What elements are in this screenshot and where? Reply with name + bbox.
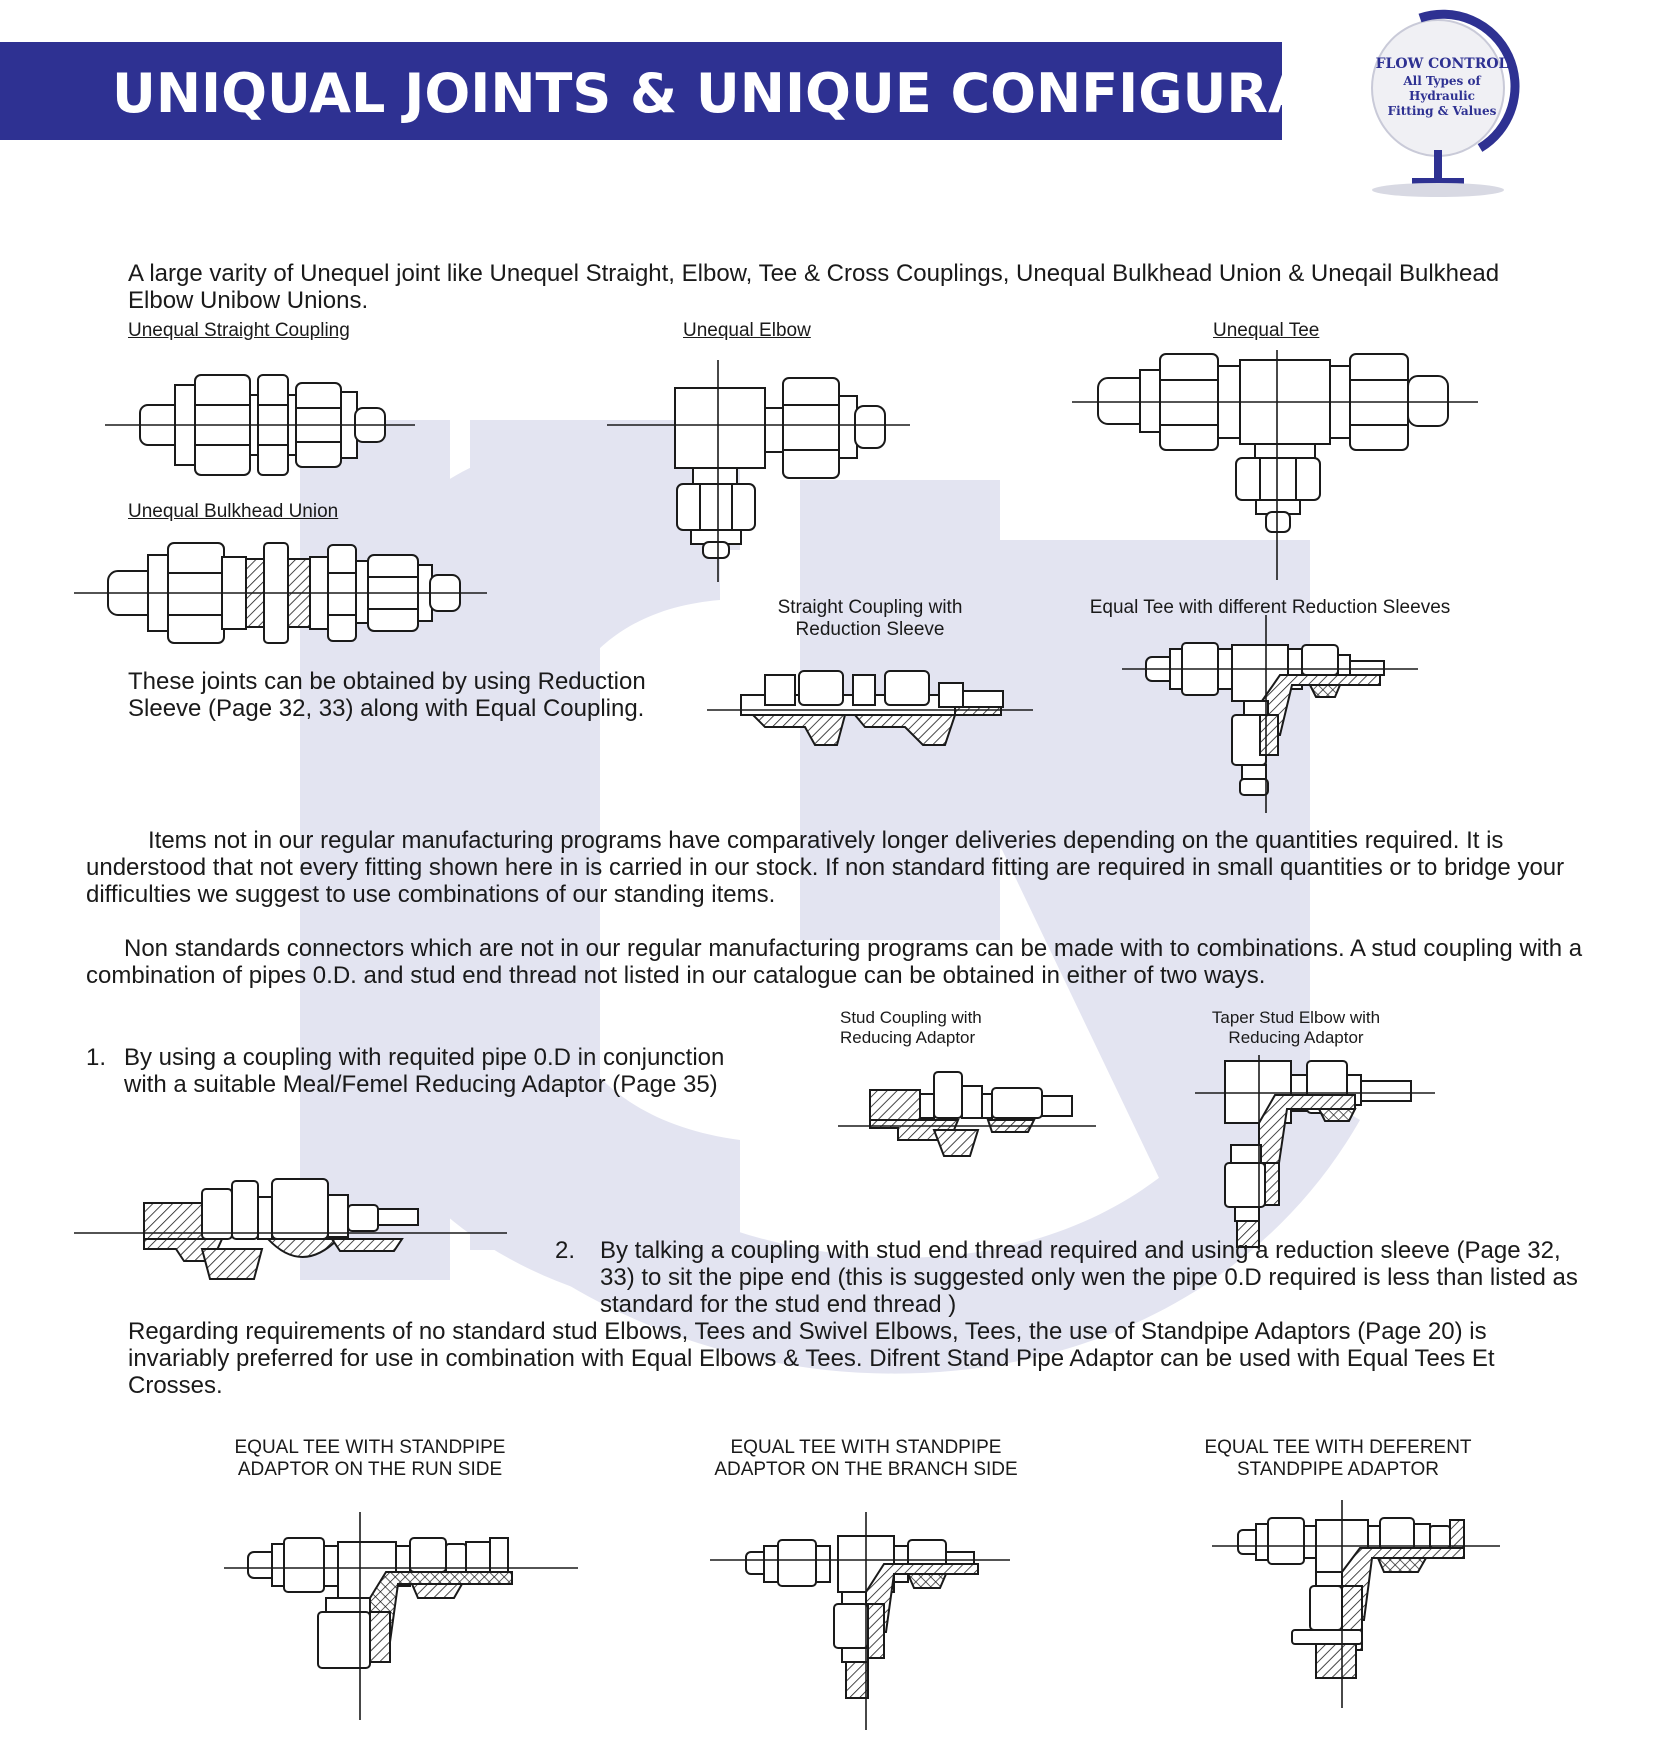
label-branch-side-2: ADAPTOR ON THE BRANCH SIDE bbox=[714, 1459, 1018, 1480]
label-straight-reduction-2: Reduction Sleeve bbox=[795, 619, 945, 640]
tee-standpipe-branch-drawing bbox=[710, 1512, 1010, 1730]
straight-reduction-sleeve-drawing bbox=[707, 670, 1033, 746]
way2-text: By talking a coupling with stud end thre… bbox=[600, 1237, 1578, 1318]
taper-stud-elbow-drawing bbox=[1195, 1055, 1435, 1250]
label-taper-stud-1: Taper Stud Elbow with bbox=[1211, 1008, 1381, 1027]
label-run-side-1: EQUAL TEE WITH STANDPIPE bbox=[234, 1437, 506, 1458]
label-straight-reduction-1: Straight Coupling with bbox=[777, 597, 963, 618]
label-stud-coupling-1: Stud Coupling with bbox=[840, 1008, 982, 1027]
label-unequal-elbow: Unequal Elbow bbox=[683, 320, 811, 341]
logo-line4: Fitting & Values bbox=[1387, 104, 1497, 118]
logo-line1: FLOW CONTROL bbox=[1375, 56, 1509, 72]
unequal-elbow-drawing bbox=[607, 360, 910, 582]
unequal-tee-drawing bbox=[1072, 350, 1478, 580]
nonstandard-paragraph: Non standards connectors which are not i… bbox=[86, 935, 1583, 989]
label-unequal-bulkhead: Unequal Bulkhead Union bbox=[128, 501, 339, 522]
label-unequal-straight: Unequal Straight Coupling bbox=[128, 320, 350, 341]
header-banner: UNIQUAL JOINTS & UNIQUE CONFIGURATIONS bbox=[0, 42, 1492, 140]
label-taper-stud-2: Reducing Adaptor bbox=[1228, 1028, 1364, 1047]
label-branch-side-1: EQUAL TEE WITH STANDPIPE bbox=[730, 1437, 1002, 1458]
reducing-adaptor-coupling-drawing bbox=[74, 1178, 507, 1280]
items-paragraph: Items not in our regular manufacturing p… bbox=[86, 827, 1565, 908]
intro-text: A large varity of Unequel joint like Une… bbox=[128, 260, 1500, 314]
logo-line3: Hydraulic bbox=[1409, 89, 1475, 103]
globe-icon bbox=[1371, 9, 1520, 197]
logo-line2: All Types of bbox=[1403, 74, 1481, 88]
label-equal-tee-reduction: Equal Tee with different Reduction Sleev… bbox=[1089, 597, 1451, 618]
stud-coupling-drawing bbox=[838, 1071, 1096, 1157]
label-stud-coupling-2: Reducing Adaptor bbox=[840, 1028, 976, 1047]
joints-note-text: These joints can be obtained by using Re… bbox=[128, 668, 646, 722]
standpipe-paragraph: Regarding requirements of no standard st… bbox=[128, 1318, 1495, 1399]
label-run-side-2: ADAPTOR ON THE RUN SIDE bbox=[237, 1459, 503, 1480]
way1-number: 1. bbox=[86, 1044, 107, 1071]
unequal-bulkhead-union-drawing bbox=[74, 542, 487, 644]
way1-text: By using a coupling with requited pipe 0… bbox=[124, 1044, 725, 1098]
page-title: UNIQUAL JOINTS & UNIQUE CONFIGURATIONS bbox=[112, 62, 1493, 125]
label-different-2: STANDPIPE ADAPTOR bbox=[1236, 1459, 1439, 1480]
way2-number: 2. bbox=[555, 1237, 576, 1264]
unequal-straight-coupling-drawing bbox=[105, 374, 415, 476]
label-different-1: EQUAL TEE WITH DEFERENT bbox=[1204, 1437, 1472, 1458]
label-unequal-tee: Unequal Tee bbox=[1213, 320, 1320, 341]
tee-standpipe-run-drawing bbox=[224, 1512, 578, 1720]
tee-different-standpipe-drawing bbox=[1212, 1500, 1500, 1708]
brand-logo: FLOW CONTROL All Types of Hydraulic Fitt… bbox=[1360, 8, 1540, 198]
equal-tee-reduction-drawing bbox=[1122, 615, 1418, 813]
